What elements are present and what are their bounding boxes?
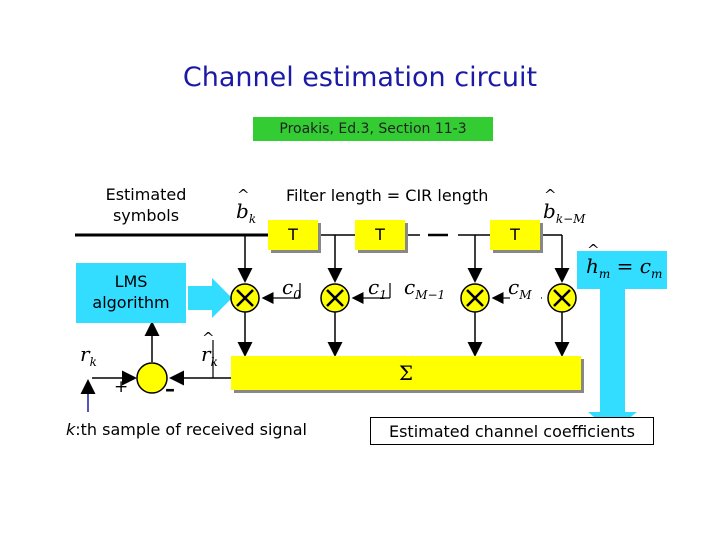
r-k-label: rk <box>80 342 97 369</box>
received-signal-caption: k:th sample of received signal <box>66 420 307 439</box>
multiplier-m-minus-1 <box>460 283 490 313</box>
delay-block-1: T <box>268 220 318 250</box>
c0-label: c0 <box>282 275 301 302</box>
multiplier-m <box>547 283 577 313</box>
estimated-symbols-line1: Estimated <box>105 185 187 204</box>
multiplier-0 <box>230 283 260 313</box>
minus-sign: – <box>165 377 175 401</box>
channel-coefficients-caption: Estimated channel coefficients <box>370 417 654 445</box>
plus-sign: + <box>114 377 129 397</box>
c-m-minus-1-label: cM−1 <box>404 275 446 302</box>
source-reference: Proakis, Ed.3, Section 11-3 <box>253 117 493 141</box>
multiplier-1 <box>320 283 350 313</box>
filter-length-label: Filter length = CIR length <box>286 186 489 205</box>
b-hat-k-minus-m-label: bk−M <box>543 186 585 226</box>
delay-block-3: T <box>490 220 540 250</box>
c-m-label: cM <box>508 275 532 302</box>
estimated-symbols-label: Estimated symbols <box>92 184 200 226</box>
c1-label: c1 <box>368 275 387 302</box>
lms-algorithm-block: LMS algorithm <box>76 263 186 323</box>
page-title: Channel estimation circuit <box>182 62 538 93</box>
b-hat-k-label: bk <box>236 186 256 226</box>
coefficient-equation: hm = cm <box>586 241 662 281</box>
lms-line1: LMS <box>114 272 148 291</box>
summation-block: Σ <box>231 356 581 390</box>
r-hat-k-label: rk <box>201 329 218 369</box>
delay-block-2: T <box>355 220 405 250</box>
estimated-symbols-line2: symbols <box>112 206 180 225</box>
lms-line2: algorithm <box>92 293 170 312</box>
hm-lhs: h <box>586 241 599 278</box>
